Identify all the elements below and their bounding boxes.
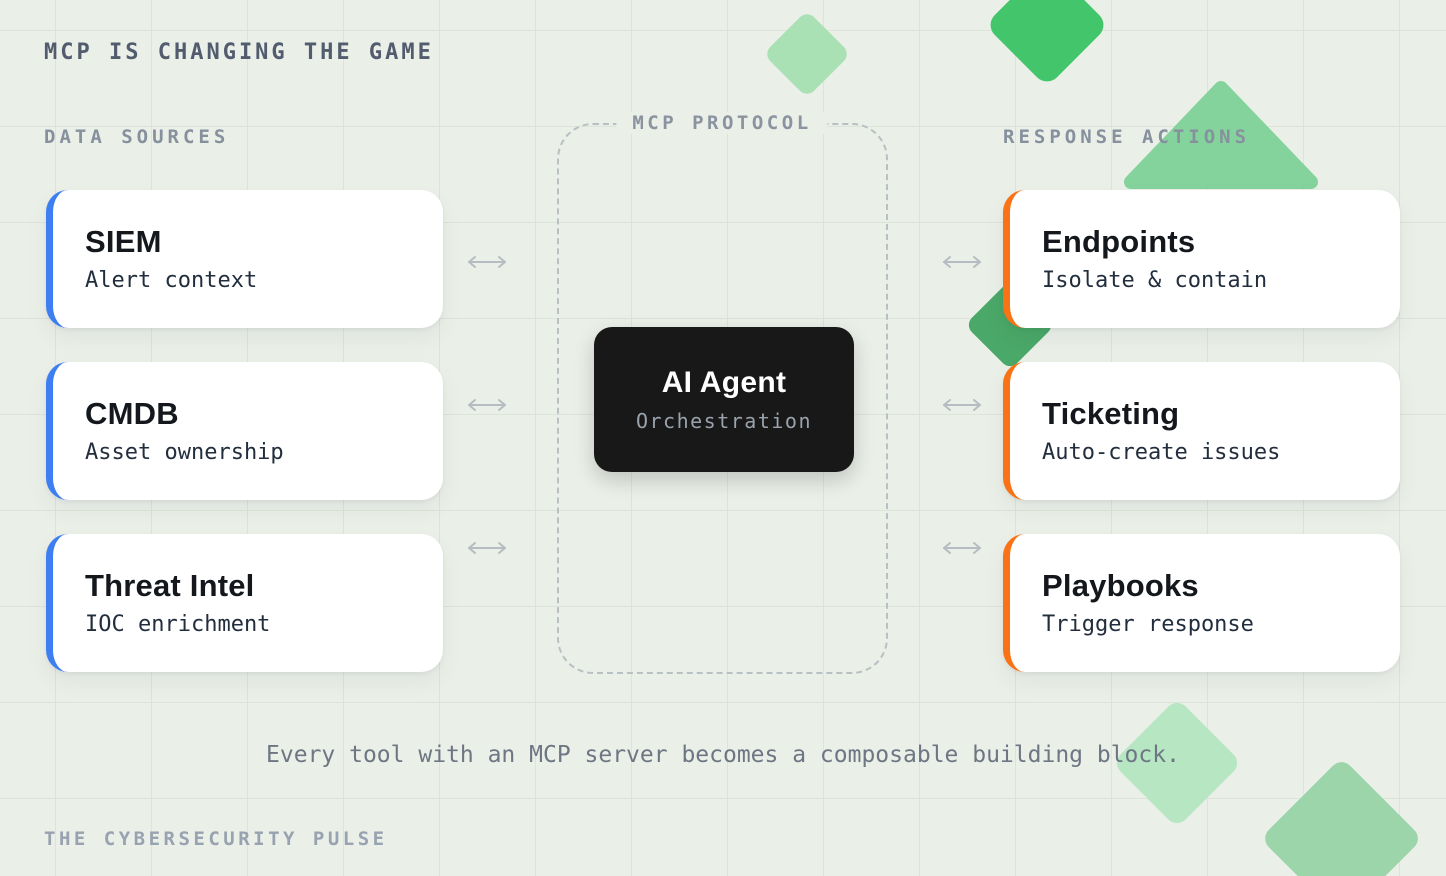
bidirectional-arrow-icon (943, 256, 981, 268)
bidirectional-arrow-icon (943, 399, 981, 411)
card-threat-intel: Threat Intel IOC enrichment (46, 534, 443, 672)
card-title: SIEM (85, 223, 162, 259)
response-actions-label: RESPONSE ACTIONS (1003, 126, 1251, 148)
card-ticketing: Ticketing Auto-create issues (1003, 362, 1400, 500)
bidirectional-arrow-icon (468, 399, 506, 411)
card-title: Playbooks (1042, 567, 1199, 603)
ai-agent-subtitle: Orchestration (635, 409, 813, 433)
card-subtitle: Trigger response (1042, 612, 1254, 638)
card-subtitle: IOC enrichment (85, 612, 271, 638)
card-subtitle: Isolate & contain (1042, 268, 1268, 294)
card-title: Ticketing (1042, 395, 1180, 431)
ai-agent-title: AI Agent (661, 366, 787, 399)
triangle-shape (1123, 80, 1319, 197)
page-title: MCP IS CHANGING THE GAME (44, 40, 434, 65)
data-sources-label: DATA SOURCES (44, 126, 230, 148)
card-subtitle: Asset ownership (85, 440, 284, 466)
bidirectional-arrow-icon (468, 256, 506, 268)
brand-footer: THE CYBERSECURITY PULSE (44, 828, 388, 850)
card-playbooks: Playbooks Trigger response (1003, 534, 1400, 672)
mcp-protocol-label: MCP PROTOCOL (616, 112, 828, 134)
tagline: Every tool with an MCP server becomes a … (266, 742, 1180, 768)
diamond-shape (984, 0, 1110, 88)
bidirectional-arrow-icon (943, 542, 981, 554)
card-siem: SIEM Alert context (46, 190, 443, 328)
card-subtitle: Alert context (85, 268, 258, 294)
card-cmdb: CMDB Asset ownership (46, 362, 443, 500)
card-title: Threat Intel (85, 567, 255, 603)
diamond-shape (1260, 757, 1423, 876)
card-title: Endpoints (1042, 223, 1196, 259)
ai-agent-node: AI Agent Orchestration (594, 327, 854, 472)
diamond-shape (763, 10, 851, 98)
bidirectional-arrow-icon (468, 542, 506, 554)
card-endpoints: Endpoints Isolate & contain (1003, 190, 1400, 328)
card-title: CMDB (85, 395, 179, 431)
card-subtitle: Auto-create issues (1042, 440, 1281, 466)
